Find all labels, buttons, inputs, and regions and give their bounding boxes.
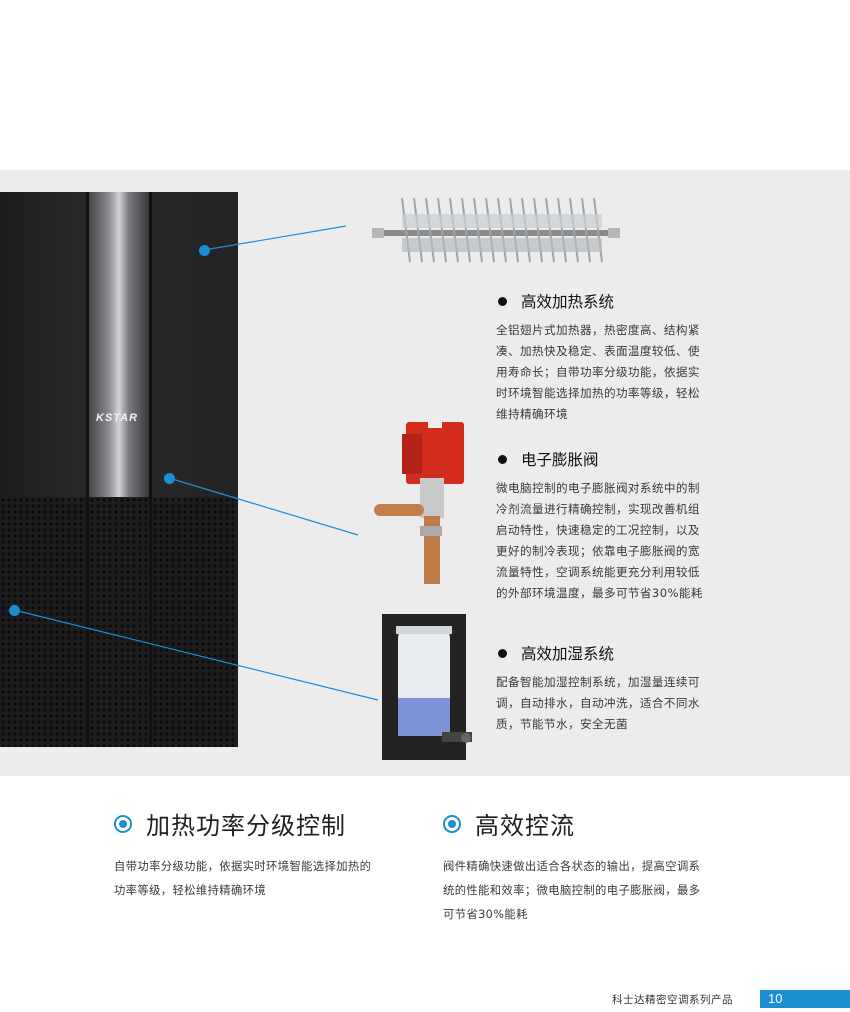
section-heating-title: 加热功率分级控制	[146, 812, 346, 840]
feature-heating-title-row: 高效加热系统	[496, 290, 734, 312]
desc-line: 配备智能加湿控制系统，加湿量连续可	[496, 675, 700, 689]
humidifier-image	[382, 614, 472, 760]
desc-line: 自带功率分级功能，依据实时环境智能选择加热的	[114, 860, 372, 873]
desc-line: 质，节能节水，安全无菌	[496, 717, 628, 731]
desc-line: 的外部环境温度，最多可节省30%能耗	[496, 586, 703, 600]
section-heating-desc: 自带功率分级功能，依据实时环境智能选择加热的 功率等级，轻松维持精确环境	[114, 855, 414, 903]
feature-heating-title: 高效加热系统	[521, 293, 615, 311]
bullet-icon	[498, 296, 507, 306]
callout-dot-valve	[164, 473, 175, 484]
desc-line: 更好的制冷表现；依靠电子膨胀阀的宽	[496, 544, 700, 558]
feature-humidifying-title: 高效加湿系统	[521, 645, 615, 663]
desc-line: 阀件精确快速做出适合各状态的输出，提高空调系	[443, 860, 701, 873]
section-heating-power-control: 加热功率分级控制 自带功率分级功能，依据实时环境智能选择加热的 功率等级，轻松维…	[114, 806, 414, 903]
cabinet-grille-center	[89, 497, 149, 747]
desc-line: 调，自动排水，自动冲洗，适合不同水	[496, 696, 700, 710]
feature-valve: 电子膨胀阀 微电脑控制的电子膨胀阀对系统中的制 冷剂流量进行精确控制，实现改善机…	[496, 448, 734, 604]
bullet-icon	[498, 454, 507, 464]
feature-heating-desc: 全铝翅片式加热器，热密度高、结构紧 凑、加热快及稳定、表面温度较低、使 用寿命长…	[496, 320, 734, 425]
section-flow-title: 高效控流	[475, 812, 575, 840]
section-flow-title-row: 高效控流	[443, 806, 743, 841]
callout-line-humidifier	[13, 609, 379, 701]
page-number-badge: 10	[760, 990, 850, 1008]
callout-dot-heater	[199, 245, 210, 256]
desc-line: 时环境智能选择加热的功率等级，轻松	[496, 386, 700, 400]
air-conditioner-cabinet-image: KSTAR	[0, 192, 238, 747]
desc-line: 凑、加热快及稳定、表面温度较低、使	[496, 344, 700, 358]
cabinet-grille-right	[152, 497, 238, 747]
callout-dot-humidifier	[9, 605, 20, 616]
feature-valve-title-row: 电子膨胀阀	[496, 448, 734, 470]
cabinet-seam	[149, 192, 152, 747]
feature-valve-desc: 微电脑控制的电子膨胀阀对系统中的制 冷剂流量进行精确控制，实现改善机组 启动特性…	[496, 478, 734, 604]
desc-line: 统的性能和效率；微电脑控制的电子膨胀阀，最多	[443, 884, 701, 897]
section-heating-title-row: 加热功率分级控制	[114, 806, 414, 841]
cabinet-seam	[86, 192, 89, 747]
desc-line: 微电脑控制的电子膨胀阀对系统中的制	[496, 481, 700, 495]
callout-line-valve	[168, 477, 359, 536]
footer-series-name: 科士达精密空调系列产品	[612, 994, 733, 1006]
desc-line: 流量特性，空调系统能更充分利用较低	[496, 565, 700, 579]
feature-heating: 高效加热系统 全铝翅片式加热器，热密度高、结构紧 凑、加热快及稳定、表面温度较低…	[496, 290, 734, 425]
desc-line: 用寿命长；自带功率分级功能，依据实	[496, 365, 700, 379]
bullet-icon	[498, 648, 507, 658]
feature-humidifying: 高效加湿系统 配备智能加湿控制系统，加湿量连续可 调，自动排水，自动冲洗，适合不…	[496, 642, 734, 735]
section-flow-control: 高效控流 阀件精确快速做出适合各状态的输出，提高空调系 统的性能和效率；微电脑控…	[443, 806, 743, 927]
desc-line: 全铝翅片式加热器，热密度高、结构紧	[496, 323, 700, 337]
brand-logo: KSTAR	[96, 412, 139, 424]
feature-humidifying-desc: 配备智能加湿控制系统，加湿量连续可 调，自动排水，自动冲洗，适合不同水 质，节能…	[496, 672, 734, 735]
electronic-expansion-valve-image	[374, 418, 464, 584]
feature-humidifying-title-row: 高效加湿系统	[496, 642, 734, 664]
feature-valve-title: 电子膨胀阀	[521, 451, 599, 469]
section-flow-desc: 阀件精确快速做出适合各状态的输出，提高空调系 统的性能和效率；微电脑控制的电子膨…	[443, 855, 743, 927]
desc-line: 可节省30%能耗	[443, 908, 528, 921]
callout-line-heater	[203, 225, 347, 251]
aluminum-fin-heater-image	[372, 197, 620, 263]
ring-icon	[443, 814, 461, 833]
desc-line: 维持精确环境	[496, 407, 568, 421]
page-number: 10	[768, 991, 783, 1006]
desc-line: 冷剂流量进行精确控制，实现改善机组	[496, 502, 700, 516]
desc-line: 功率等级，轻松维持精确环境	[114, 884, 267, 897]
cabinet-grille-left	[0, 497, 86, 747]
ring-icon	[114, 814, 132, 833]
desc-line: 启动特性，快速稳定的工况控制，以及	[496, 523, 700, 537]
